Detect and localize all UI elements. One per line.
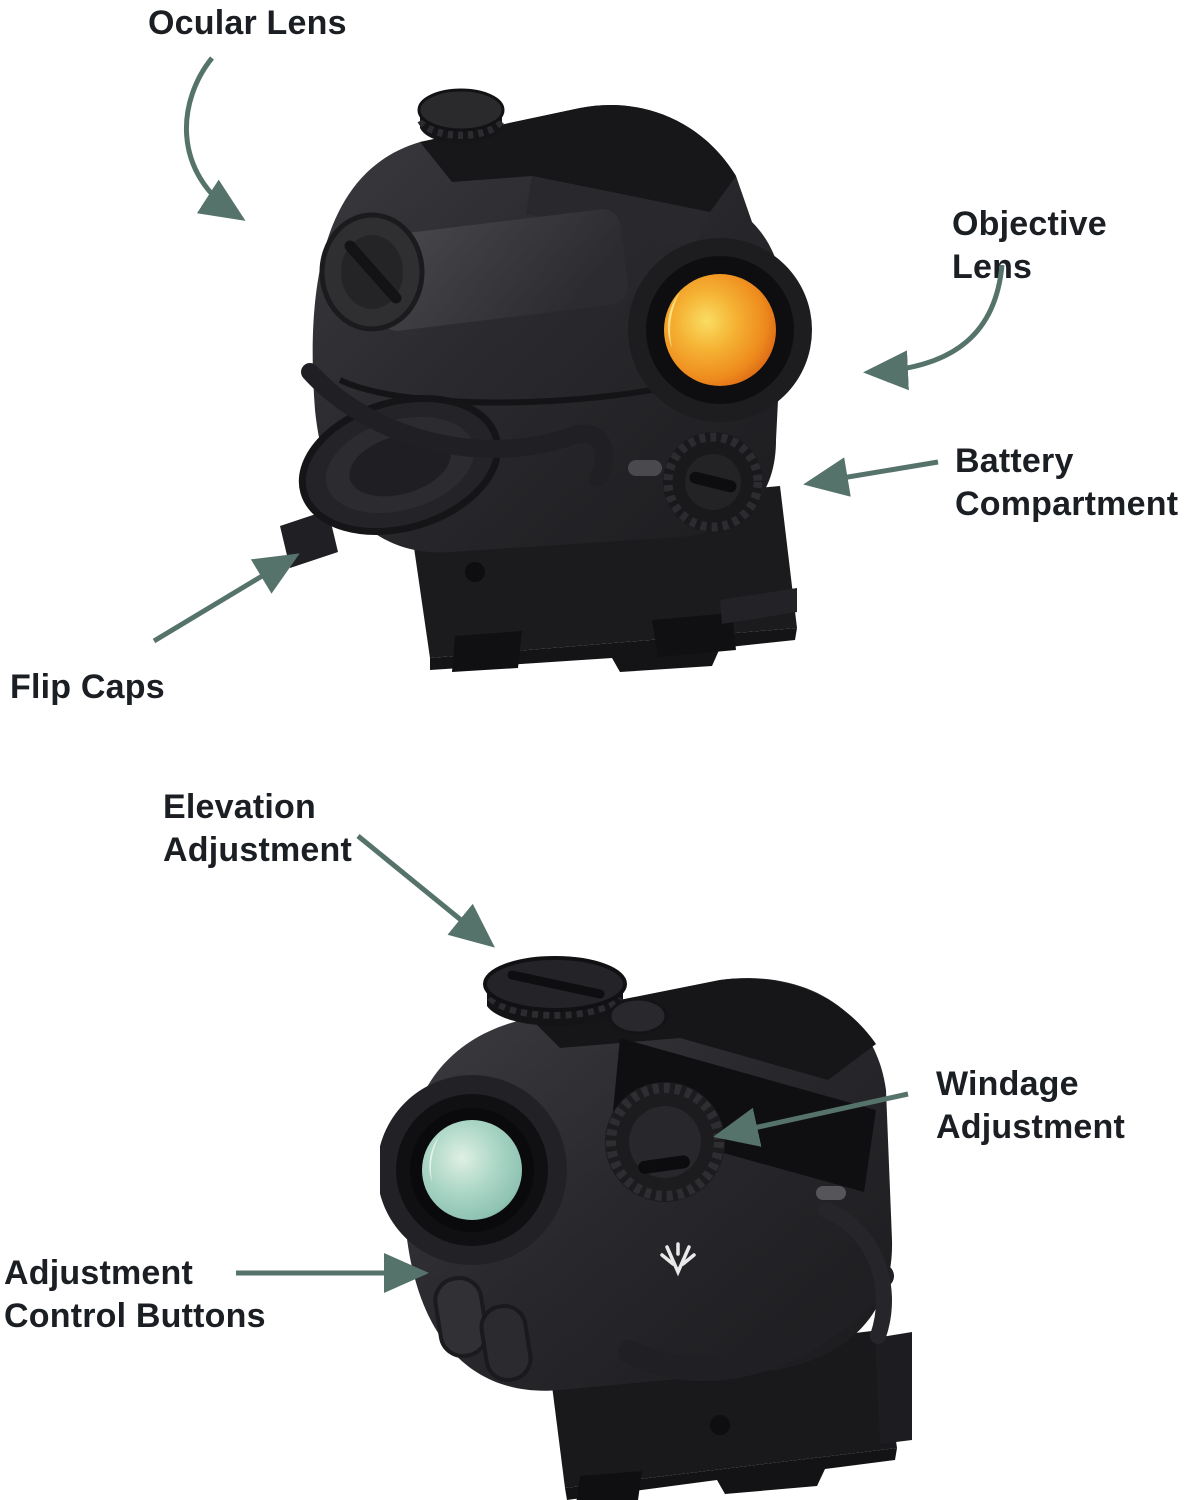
ocular-lens-arrow [183, 56, 246, 221]
elevation-adjustment-knob [483, 956, 668, 1035]
windage-adjustment-arrow [713, 1091, 909, 1147]
elevation-adjustment-arrow [356, 834, 495, 948]
label-ocular-lens: Ocular Lens [148, 4, 347, 42]
battery-compartment-arrow [803, 457, 939, 497]
elevation-cap-knob [417, 88, 505, 144]
adjustment-control-buttons [433, 1276, 533, 1382]
label-adjustment-control-buttons: Adjustment Control Buttons [4, 1254, 266, 1335]
label-elevation-adjustment: Elevation Adjustment [163, 788, 352, 869]
objective-lens [628, 238, 812, 422]
flip-cap-band [618, 1186, 894, 1382]
flip-caps [298, 363, 662, 536]
sight-rear-quarter-view [280, 88, 812, 672]
sight-front-quarter-view [380, 956, 912, 1500]
battery-compartment-knob [663, 432, 763, 532]
label-flip-caps: Flip Caps [10, 668, 165, 706]
side-panel [372, 209, 628, 331]
label-battery-compartment: Battery Compartment [955, 442, 1179, 523]
label-objective-lens: Objective Lens [952, 205, 1107, 286]
flip-caps-arrow [152, 553, 300, 644]
ocular-lens-dial [319, 212, 425, 332]
ocular-lens-front [380, 1075, 567, 1265]
flip-cap-strap [301, 363, 614, 487]
label-windage-adjustment: Windage Adjustment [936, 1065, 1125, 1146]
vortex-logo-icon [660, 1242, 696, 1277]
objective-lens-arrow [863, 264, 1005, 391]
